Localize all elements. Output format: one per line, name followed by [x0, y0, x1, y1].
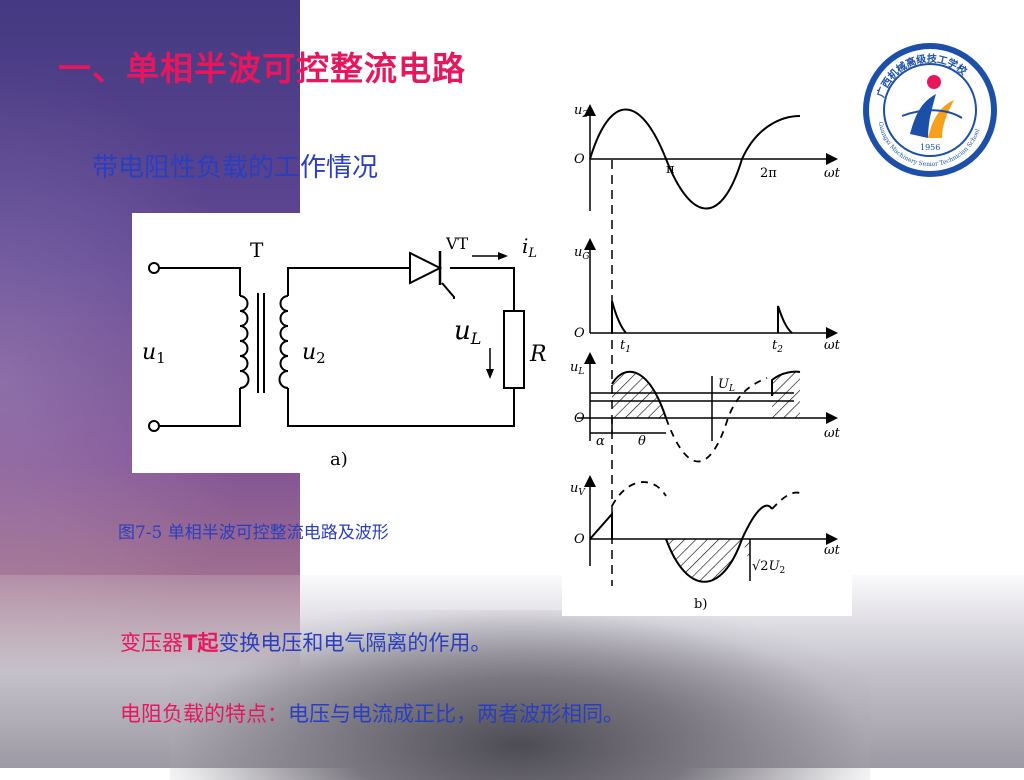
origin-label-2: O: [574, 326, 585, 341]
uL-label: uL: [570, 360, 584, 377]
waveform-diagram: u2 O π 2π ωt uG O t1 t2 ωt uL UL O α θ ω…: [562, 96, 852, 616]
pi-label: π: [666, 162, 675, 177]
current-label: iL: [522, 234, 537, 261]
uG-label: uG: [574, 245, 590, 262]
circuit-svg: T u1 u2 VT iL uL RL a): [142, 234, 557, 470]
resistor-label: RL: [529, 342, 547, 369]
two-pi-label: 2π: [760, 166, 777, 181]
axis-label-4: ωt: [824, 543, 841, 558]
transformer-label: T: [250, 238, 264, 262]
waveform-panel-label: b): [694, 597, 707, 612]
u2-label: u2: [574, 103, 588, 120]
slide-title: 一、单相半波可控整流电路: [58, 49, 466, 88]
school-logo: 广西机械高级技工学校 Guangxi Machinery Senior Tech…: [862, 42, 998, 178]
load-voltage-label: uL: [454, 316, 481, 348]
axis-label-2: ωt: [824, 338, 841, 353]
note-line-1: 变压器T起变换电压和电气隔离的作用。: [120, 627, 491, 657]
t2-label: t2: [772, 338, 783, 355]
note-line-2: 电阻负载的特点：电压与电流成正比，两者波形相同。: [120, 698, 624, 728]
axis-label-1: ωt: [824, 166, 841, 181]
secondary-voltage-label: u2: [302, 340, 326, 367]
theta-label: θ: [638, 434, 646, 449]
alpha-label: α: [596, 434, 605, 449]
origin-label-3: O: [574, 411, 585, 426]
waveform-labels: u2 O π 2π ωt uG O t1 t2 ωt uL UL O α θ ω…: [570, 103, 841, 612]
circuit-labels: T u1 u2 VT iL uL RL a): [142, 234, 557, 470]
thyristor-label: VT: [445, 234, 469, 253]
circuit-panel-label: a): [330, 449, 348, 470]
logo-svg: 广西机械高级技工学校 Guangxi Machinery Senior Tech…: [863, 43, 997, 177]
background-machine-photo: [170, 610, 870, 780]
figure-caption: 图7-5 单相半波可控整流电路及波形: [118, 523, 389, 543]
origin-label-1: O: [574, 152, 585, 167]
t1-label: t1: [620, 338, 631, 355]
UL-label: UL: [718, 377, 735, 394]
slide-subtitle: 带电阻性负载的工作情况: [92, 153, 379, 183]
note-line-1-blue: 变换电压和电气隔离的作用。: [218, 631, 492, 655]
axis-label-3: ωt: [824, 426, 841, 441]
note-line-2-blue: 电压与电流成正比，两者波形相同。: [288, 702, 624, 726]
waveform-svg: u2 O π 2π ωt uG O t1 t2 ωt uL UL O α θ ω…: [570, 103, 841, 612]
note-line-1-red-bold: T起: [183, 631, 219, 655]
primary-voltage-label: u1: [142, 340, 166, 367]
circuit-diagram: T u1 u2 VT iL uL RL a): [132, 213, 557, 473]
peak-label: √2U2: [752, 559, 785, 576]
note-line-2-red: 电阻负载的特点：: [120, 702, 288, 726]
uV-label: uV: [570, 481, 586, 498]
logo-year: 1956: [920, 143, 940, 152]
note-line-1-red: 变压器: [120, 631, 183, 655]
origin-label-4: O: [574, 532, 585, 547]
